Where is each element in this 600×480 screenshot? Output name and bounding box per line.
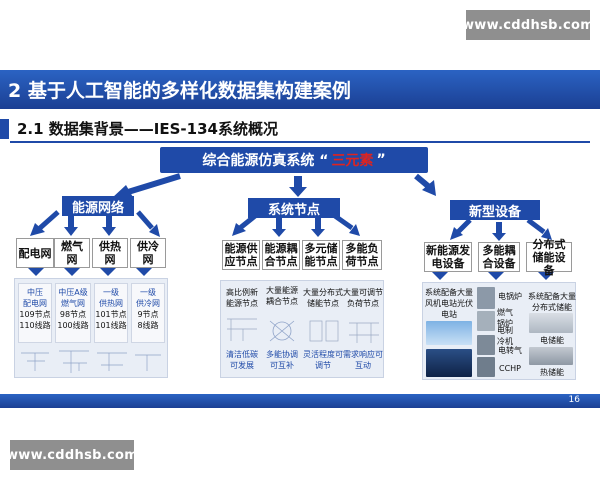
supply-top-text: 高比例新能源节点 bbox=[226, 288, 258, 308]
wind-farm-image bbox=[426, 321, 472, 345]
arrow-root-left bbox=[112, 173, 181, 199]
card-line: 110线路 bbox=[19, 321, 51, 330]
node-heating-network: 供热网 bbox=[92, 238, 128, 268]
equip-item: 电转气 bbox=[498, 346, 522, 355]
coupling-equipment-image-1 bbox=[477, 287, 495, 309]
equip-item: 燃气锅炉 bbox=[497, 308, 513, 328]
node-energy-supply: 能源供应节点 bbox=[222, 240, 260, 270]
card-gas-network: 中压A级 燃气网 98节点 100线路 bbox=[55, 283, 91, 343]
card-line: 配电网 bbox=[23, 299, 47, 308]
card-line: 燃气网 bbox=[61, 299, 85, 308]
renewable-top-text: 系统配备大量风机电站光伏电站 bbox=[425, 288, 473, 319]
storage-graphic bbox=[309, 320, 339, 342]
node-renewable-generation: 新能源发电设备 bbox=[424, 242, 472, 272]
network-topology-graphic bbox=[21, 350, 161, 373]
storage-equip-top-text: 系统配备大量分布式储能 bbox=[528, 292, 576, 312]
equip-item: 电锅炉 bbox=[498, 292, 522, 301]
watermark-top: www.cddhsb.com bbox=[462, 10, 594, 40]
arrows-node-to-detail bbox=[28, 268, 554, 280]
node-energy-coupling: 能源耦合节点 bbox=[262, 240, 300, 270]
electric-storage-label: 电储能 bbox=[540, 336, 564, 345]
card-line: 9节点 bbox=[137, 310, 159, 319]
card-cooling-network: 一级 供冷网 9节点 8线路 bbox=[131, 283, 165, 343]
arrow-root-right bbox=[414, 173, 436, 196]
coupling-equipment-image-4 bbox=[477, 357, 495, 377]
node-gas-network: 燃气网 bbox=[54, 238, 90, 268]
card-line: 供热网 bbox=[99, 299, 123, 308]
section-subtitle: 2.1 数据集背景——IES-134系统概况 bbox=[0, 118, 278, 139]
category-energy-network: 能源网络 bbox=[62, 196, 134, 216]
coupling-graphic bbox=[269, 320, 295, 342]
arrow-root-center bbox=[289, 176, 307, 197]
page-number: 16 bbox=[568, 395, 580, 405]
subtitle-text: 2.1 数据集背景——IES-134系统概况 bbox=[17, 120, 278, 138]
coupling-bottom-text: 多能协调可互补 bbox=[266, 350, 298, 370]
node-multi-coupling: 多能耦合设备 bbox=[478, 242, 520, 272]
node-cooling-network: 供冷网 bbox=[130, 238, 166, 268]
root-system-box: 综合能源仿真系统 “ 三元素 ” bbox=[160, 147, 428, 173]
load-bottom-text: 需求响应可互动 bbox=[343, 350, 383, 370]
node-label: 供热网 bbox=[99, 240, 121, 266]
card-line: 101线路 bbox=[95, 321, 127, 330]
node-multi-load: 多能负荷节点 bbox=[342, 240, 382, 270]
card-line: 98节点 bbox=[59, 310, 87, 319]
arrows-system-nodes bbox=[232, 213, 360, 237]
storage-top-text: 大量分布式储能节点 bbox=[303, 288, 343, 308]
node-multi-storage: 多元储能节点 bbox=[302, 240, 340, 270]
node-label: 多能耦合设备 bbox=[482, 244, 516, 270]
card-line: 101节点 bbox=[95, 310, 127, 319]
panel-new-equipment: 系统配备大量风机电站光伏电站 电锅炉 燃气锅炉 电制冷机 电转气 CCHP 系统… bbox=[422, 282, 576, 380]
load-graphic bbox=[349, 322, 379, 343]
node-distributed-storage: 分布式储能设备 bbox=[526, 238, 572, 277]
footer-bar bbox=[0, 394, 600, 408]
panel-energy-network: 中压 配电网 109节点 110线路 中压A级 燃气网 98节点 100线路 一… bbox=[14, 278, 168, 378]
node-label: 多能负荷节点 bbox=[345, 242, 379, 268]
node-label: 能源耦合节点 bbox=[264, 242, 298, 268]
node-label: 分布式储能设备 bbox=[532, 237, 566, 277]
thermal-storage-label: 热储能 bbox=[540, 368, 564, 377]
coupling-equipment-image-3 bbox=[477, 335, 495, 355]
coupling-equipment-image-2 bbox=[477, 311, 495, 331]
card-line: 109节点 bbox=[19, 310, 51, 319]
card-line: 中压 bbox=[27, 288, 43, 297]
supply-graphic bbox=[227, 318, 257, 341]
node-label: 能源供应节点 bbox=[224, 242, 258, 268]
storage-bottom-text: 灵活程度可调节 bbox=[303, 350, 343, 370]
card-line: 8线路 bbox=[137, 321, 159, 330]
node-label: 燃气网 bbox=[61, 240, 83, 266]
card-line: 一级 bbox=[103, 288, 119, 297]
root-suffix: ” bbox=[376, 152, 386, 168]
node-distribution-grid: 配电网 bbox=[16, 238, 54, 268]
root-highlight: 三元素 bbox=[331, 153, 374, 169]
card-heating-network: 一级 供热网 101节点 101线路 bbox=[94, 283, 128, 343]
load-top-text: 大量可调节负荷节点 bbox=[343, 288, 383, 308]
node-label: 配电网 bbox=[18, 246, 52, 260]
supply-bottom-text: 清洁低碳可发展 bbox=[226, 350, 258, 370]
node-label: 多元储能节点 bbox=[304, 242, 338, 268]
root-prefix: 综合能源仿真系统 “ bbox=[202, 153, 329, 169]
card-line: 100线路 bbox=[57, 321, 89, 330]
arrows-new-equipment bbox=[450, 218, 552, 241]
card-line: 一级 bbox=[140, 288, 156, 297]
node-label: 新能源发电设备 bbox=[426, 244, 470, 270]
solar-panel-image bbox=[426, 349, 472, 377]
watermark-bottom: www.cddhsb.com bbox=[6, 440, 138, 470]
panel-system-nodes: 高比例新能源节点 清洁低碳可发展 大量能源耦合节点 多能协调可互补 大量分布式储… bbox=[220, 280, 384, 378]
thermal-storage-image bbox=[529, 347, 573, 365]
category-new-equipment: 新型设备 bbox=[450, 200, 540, 220]
card-distribution-grid: 中压 配电网 109节点 110线路 bbox=[18, 283, 52, 343]
coupling-top-text: 大量能源耦合节点 bbox=[266, 286, 298, 306]
card-line: 供冷网 bbox=[136, 299, 160, 308]
slide-title: 2 基于人工智能的多样化数据集构建案例 bbox=[0, 70, 600, 109]
subtitle-marker bbox=[0, 118, 9, 139]
subtitle-divider bbox=[10, 141, 590, 143]
card-line: 中压A级 bbox=[58, 288, 88, 297]
equip-item: 电制冷机 bbox=[497, 326, 513, 346]
equip-item: CCHP bbox=[498, 364, 521, 373]
arrows-energy-network bbox=[30, 210, 160, 237]
category-system-nodes: 系统节点 bbox=[248, 198, 340, 218]
node-label: 供冷网 bbox=[137, 240, 159, 266]
battery-storage-image bbox=[529, 313, 573, 333]
